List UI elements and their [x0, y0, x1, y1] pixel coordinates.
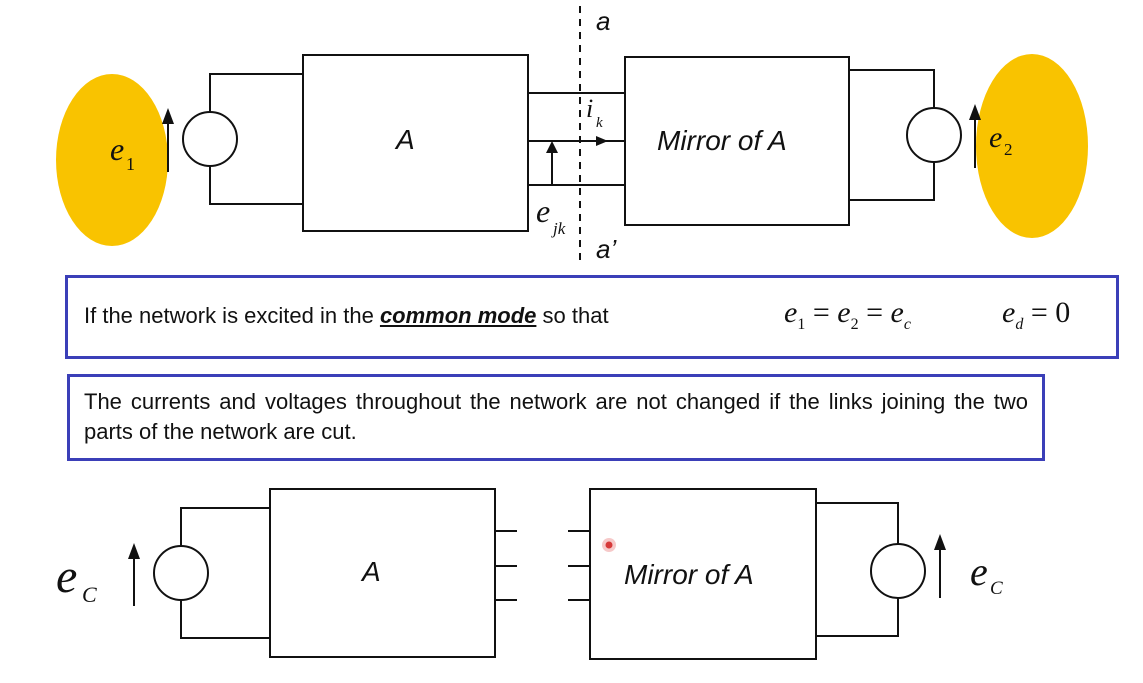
eq-e2: e: [837, 296, 851, 329]
current-sub: k: [596, 115, 603, 131]
eq-ed: e: [1002, 296, 1016, 329]
eq-e2-sub: 2: [850, 316, 859, 333]
bottom-right-source-arrow: [934, 534, 946, 598]
links: [528, 92, 625, 186]
bottom-box-a-label: A: [360, 556, 381, 587]
left-source-arrow: [162, 108, 174, 172]
right-source-circuit: [849, 69, 962, 201]
box-a: [302, 54, 529, 232]
right-source-sub: 2: [1004, 140, 1013, 159]
eq-ec-sub: c: [903, 316, 911, 333]
common-mode-equation: e1 = e2 = ec: [784, 296, 911, 334]
bottom-left-source-arrow: [128, 543, 140, 606]
bottom-right-source-label: e: [970, 549, 988, 594]
current-label: i: [586, 94, 593, 123]
box-mirror-a-label: Mirror of A: [657, 125, 787, 156]
eq-e1: e: [784, 296, 798, 329]
cut-top-label: a: [596, 6, 610, 36]
right-source-label: e: [989, 121, 1002, 154]
voltage-arrow: [546, 141, 558, 185]
right-source-highlight: [976, 54, 1088, 238]
bottom-left-source-circuit: [153, 507, 270, 639]
eq-ed-sub: d: [1015, 316, 1024, 333]
bottom-box-mirror-a-label: Mirror of A: [624, 559, 754, 590]
bottom-right-source-circuit: [816, 502, 926, 637]
cut-bottom-label: a’: [596, 234, 617, 264]
bottom-right-stubs: [568, 530, 590, 601]
statement-panel: The currents and voltages throughout the…: [67, 374, 1045, 461]
left-source-highlight: [56, 74, 168, 246]
eq-equals-2: =: [866, 296, 883, 329]
differential-equation: ed = 0: [1002, 296, 1070, 334]
box-a-label: A: [394, 124, 415, 155]
current-arrowhead: [596, 136, 608, 146]
bottom-left-stubs: [495, 530, 517, 601]
box-mirror-a: [624, 56, 850, 226]
bottom-left-source-sub: C: [82, 582, 97, 607]
eq-ed-rhs: = 0: [1030, 296, 1071, 329]
common-mode-text-before: If the network is excited in the: [84, 303, 380, 328]
common-mode-emphasis: common mode: [379, 303, 537, 328]
common-mode-panel: If the network is excited in the common …: [65, 275, 1119, 359]
common-mode-sentence: If the network is excited in the common …: [84, 303, 609, 329]
statement-text: The currents and voltages throughout the…: [84, 389, 1028, 444]
left-source-label: e: [110, 131, 124, 167]
bottom-right-source-sub: C: [990, 578, 1003, 599]
left-source-sub: 1: [126, 154, 135, 174]
laser-pointer-dot: [602, 538, 616, 552]
bottom-box-mirror-a: [589, 488, 817, 660]
voltage-label: e: [536, 193, 550, 229]
bottom-left-source-label: e: [56, 550, 77, 603]
bottom-box-a: [269, 488, 496, 658]
left-source-circuit: [182, 73, 303, 205]
eq-equals-1: =: [812, 296, 830, 329]
right-source-arrow: [969, 104, 981, 168]
eq-e1-sub: 1: [797, 316, 806, 333]
eq-ec: e: [890, 296, 904, 329]
voltage-sub: jk: [551, 219, 566, 238]
common-mode-text-after: so that: [536, 303, 609, 328]
